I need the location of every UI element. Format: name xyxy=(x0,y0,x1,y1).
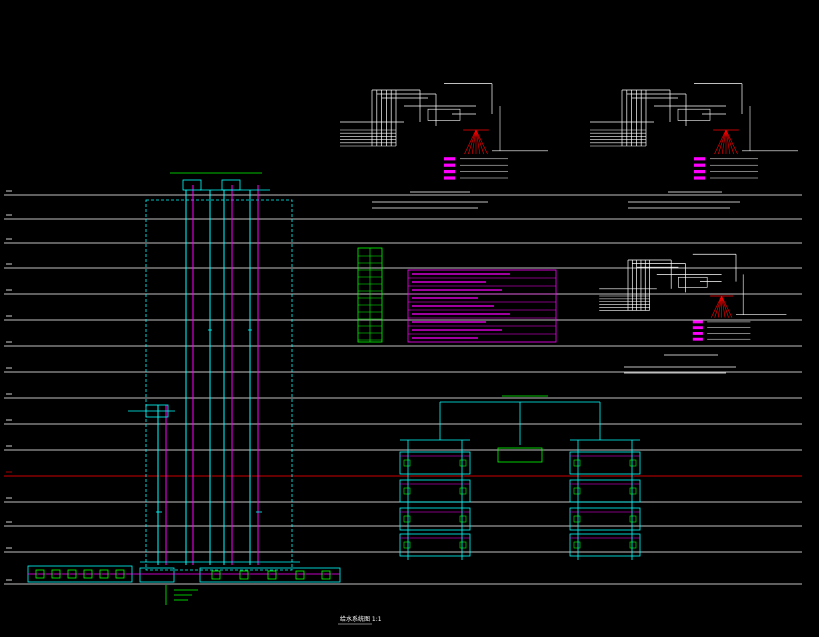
podium-unit xyxy=(569,451,641,475)
podium-fixture xyxy=(573,541,581,549)
podium-fixture xyxy=(573,487,581,495)
podium-unit xyxy=(399,479,471,503)
detail-diagram-1 xyxy=(340,83,548,180)
detail-tag xyxy=(692,332,703,335)
podium-fixture xyxy=(629,487,637,495)
detail-diagram-3 xyxy=(599,253,787,341)
detail-pipe xyxy=(721,295,729,318)
podium-fixture xyxy=(403,541,411,549)
detail-tag xyxy=(692,337,703,341)
floor-lines xyxy=(4,190,802,585)
riser-marks xyxy=(156,329,262,513)
detail-pipe xyxy=(471,129,477,155)
detail-pipe xyxy=(475,129,488,155)
pump-room-2 xyxy=(139,567,175,583)
roof-tank-right xyxy=(221,179,241,191)
detail-box xyxy=(678,276,708,288)
podium-unit xyxy=(569,507,641,531)
detail-pipe xyxy=(721,129,727,155)
detail-pipe xyxy=(714,129,727,155)
detail-tag xyxy=(444,176,456,180)
detail-tag xyxy=(444,170,456,174)
detail-tag xyxy=(444,163,456,167)
podium-unit xyxy=(399,451,471,475)
detail-tag xyxy=(692,320,703,324)
detail-tag xyxy=(694,157,706,161)
detail-pipe xyxy=(475,129,481,155)
detail-pipe xyxy=(475,129,484,155)
detail-pipe xyxy=(721,295,733,318)
podium-system xyxy=(399,395,641,560)
detail-captions xyxy=(372,191,740,374)
podium-unit xyxy=(399,533,471,557)
podium-fixture xyxy=(459,541,467,549)
detail-tag xyxy=(694,163,706,167)
podium-center-box xyxy=(497,447,543,463)
podium-fixture xyxy=(573,515,581,523)
podium-fixture xyxy=(403,487,411,495)
detail-pipe xyxy=(464,129,477,155)
podium-fixture xyxy=(459,515,467,523)
legend-table-green xyxy=(357,247,383,343)
left-tower-system xyxy=(27,172,341,605)
podium-fixture xyxy=(629,515,637,523)
roof-tank-left xyxy=(182,179,202,191)
detail-tag xyxy=(694,170,706,174)
podium-fixture xyxy=(403,515,411,523)
detail-tag xyxy=(692,326,703,330)
detail-pipe xyxy=(717,295,722,318)
detail-diagram-2 xyxy=(590,83,798,180)
detail-pipe xyxy=(725,129,734,155)
detail-tag xyxy=(444,157,456,161)
podium-fixture xyxy=(459,459,467,467)
detail-pipe xyxy=(718,129,727,155)
podium-fixture xyxy=(459,487,467,495)
podium-fixture xyxy=(629,541,637,549)
podium-fixture xyxy=(629,459,637,467)
pump-note xyxy=(165,585,198,605)
podium-unit xyxy=(569,533,641,557)
detail-box xyxy=(677,108,711,121)
detail-pipe xyxy=(725,129,731,155)
pump-room-3 xyxy=(199,567,341,583)
detail-tag xyxy=(694,176,706,180)
drawing-title: 给水系统图 1:1 xyxy=(340,616,382,623)
legend-table-magenta xyxy=(407,269,557,343)
detail-box xyxy=(427,108,461,121)
podium-unit xyxy=(399,507,471,531)
detail-pipe xyxy=(721,295,726,318)
podium-fixture xyxy=(573,459,581,467)
podium-cells xyxy=(399,440,641,560)
tower-outline xyxy=(145,199,293,571)
podium-fixture xyxy=(403,459,411,467)
detail-pipe xyxy=(468,129,477,155)
detail-pipe xyxy=(714,295,722,318)
detail-pipe xyxy=(725,129,738,155)
podium-unit xyxy=(569,479,641,503)
pump-symbols xyxy=(35,569,331,580)
detail-pipe xyxy=(710,295,722,318)
